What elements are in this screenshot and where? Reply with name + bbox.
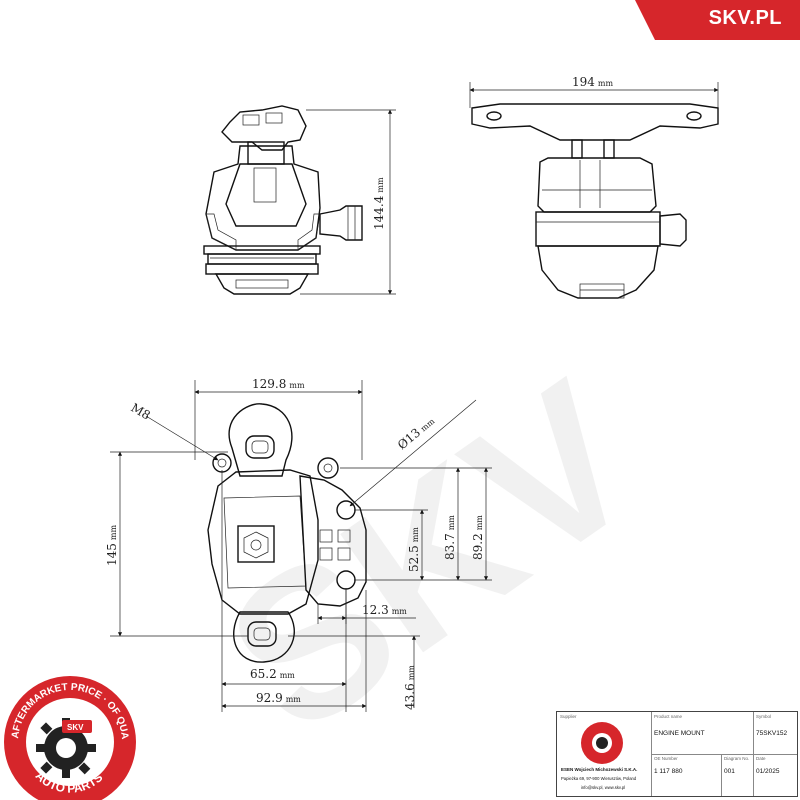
stamp-center-text: SKV <box>67 723 84 732</box>
dim-89: 89.2mm <box>471 515 485 560</box>
supplier-contact: info@skv.pl, www.skv.pl <box>581 785 626 790</box>
date-label: Date <box>756 756 766 761</box>
dim-thread-m8: M8 <box>129 400 153 422</box>
dim-height-145: 145mm <box>105 525 119 566</box>
product-label: Product name <box>654 714 683 719</box>
diagram-value: 001 <box>724 768 735 775</box>
quality-stamp: AFTERMARKET PRICE · OF QUALITY · AUTO PA… <box>0 0 136 800</box>
dim-43: 43.6mm <box>403 665 417 710</box>
brand-shape <box>635 0 800 40</box>
symbol-label: Symbol <box>756 714 772 719</box>
title-block: Supplier ESEN Wojciech Michozewski S.K.A… <box>556 711 798 797</box>
brand-tab <box>635 0 800 40</box>
gear-icon <box>36 718 96 778</box>
oe-value: 1 117 880 <box>654 768 683 775</box>
oe-label: OE Number <box>654 756 678 761</box>
product-name: ENGINE MOUNT <box>654 730 705 737</box>
supplier-address: Papieżka 69, 97-900 Wieruszów, Poland <box>561 776 637 781</box>
symbol-value: 75SKV152 <box>756 730 788 737</box>
dim-83: 83.7mm <box>443 515 457 560</box>
supplier-name: ESEN Wojciech Michozewski S.K.A. <box>561 767 638 772</box>
dim-height-144: 144.4mm <box>372 177 386 230</box>
stamp-ring-text: AFTERMARKET PRICE · OF QUALITY · <box>0 0 130 740</box>
supplier-label: Supplier <box>560 714 577 719</box>
brand-logo[interactable]: SKV.PL <box>708 7 782 29</box>
section-view: 144.4mm <box>203 105 396 295</box>
supplier-logo <box>581 722 623 764</box>
dim-52: 52.5mm <box>407 527 421 572</box>
date-value: 01/2025 <box>756 768 780 775</box>
diagram-label: Diagram No. <box>724 756 750 761</box>
